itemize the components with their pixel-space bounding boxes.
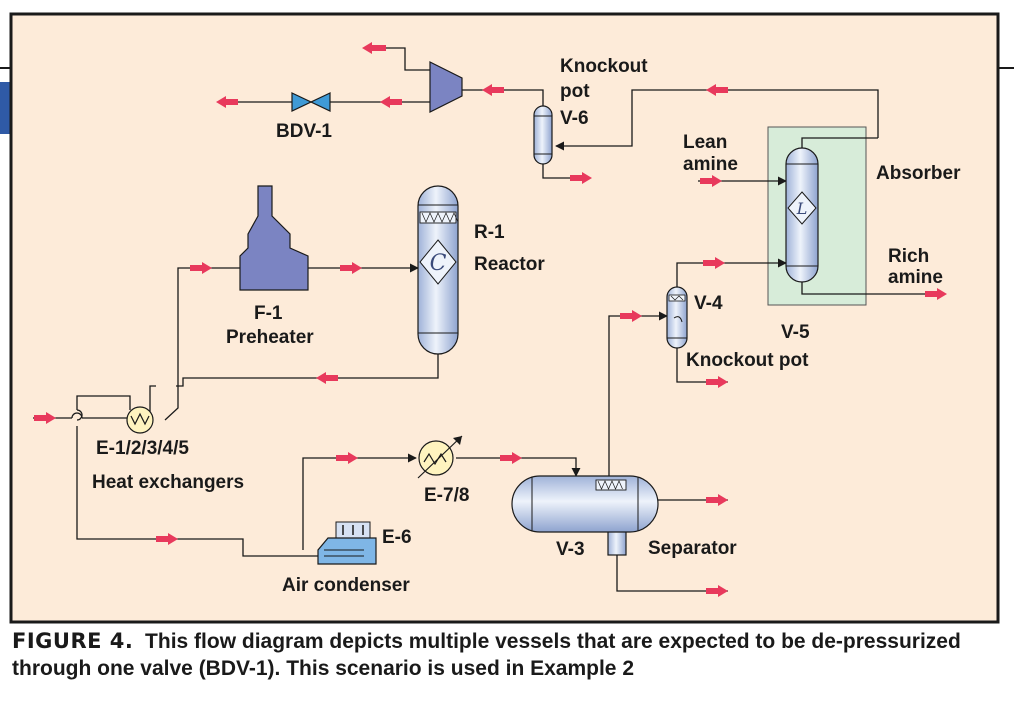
flow-arrows: [34, 42, 947, 597]
flow-arrow: [706, 376, 728, 388]
flow-arrow: [706, 84, 728, 96]
flow-arrow: [380, 96, 402, 108]
label-knockout-v6: Knockout: [560, 56, 648, 77]
flow-arrow: [925, 288, 947, 300]
label-preheater: Preheater: [226, 327, 314, 348]
flow-arrow: [700, 175, 722, 187]
label-bdv1: BDV-1: [276, 121, 332, 142]
reactor-glyph: C: [430, 251, 447, 276]
absorber-vessel: L: [785, 147, 819, 283]
caption-text: This flow diagram depicts multiple vesse…: [12, 630, 961, 680]
absorber-glyph: L: [796, 199, 808, 218]
edge-tab: [0, 82, 11, 134]
caption-title: FIGURE 4.: [12, 629, 134, 653]
label-v4: V-4: [694, 293, 723, 314]
knockout-pot-v4: [666, 286, 688, 349]
flow-arrow: [482, 84, 504, 96]
label-separator: Separator: [648, 538, 737, 559]
label-lean-amine: amine: [683, 154, 738, 175]
label-f1: F-1: [254, 303, 283, 324]
flow-arrow: [34, 412, 56, 424]
air-condenser-icon: [317, 521, 377, 565]
flow-arrow: [706, 494, 728, 506]
knockout-pot-v6: [533, 105, 553, 165]
cooler-icon: [417, 435, 463, 479]
separator-vessel: [511, 475, 659, 556]
gate-valve-icon: [291, 92, 331, 112]
flow-arrow: [620, 310, 642, 322]
label-rich-amine: amine: [888, 267, 943, 288]
diagram-frame: [9, 12, 1000, 624]
label-rich: Rich: [888, 246, 929, 267]
heat-exchanger-icon: [126, 406, 154, 434]
flow-arrow: [156, 533, 178, 545]
flow-arrow: [500, 452, 522, 464]
label-v5: V-5: [781, 322, 810, 343]
label-knockout-pot-v4: Knockout pot: [686, 350, 809, 371]
label-pot-v6: pot: [560, 81, 590, 102]
flow-arrow: [706, 585, 728, 597]
label-v6: V-6: [560, 108, 589, 129]
label-e12345: E-1/2/3/4/5: [96, 438, 189, 459]
flow-arrow: [340, 262, 362, 274]
label-r1: R-1: [474, 222, 505, 243]
label-air-condenser: Air condenser: [282, 575, 410, 596]
flow-arrow: [570, 172, 592, 184]
furnace-icon: [239, 185, 309, 291]
label-e6: E-6: [382, 527, 412, 548]
flow-arrow: [703, 257, 725, 269]
compressor-icon: [429, 61, 463, 113]
label-absorber: Absorber: [876, 163, 961, 184]
label-reactor: Reactor: [474, 254, 545, 275]
flow-arrow: [316, 372, 338, 384]
flow-arrow: [190, 262, 212, 274]
label-lean: Lean: [683, 132, 727, 153]
label-heat-exchangers: Heat exchangers: [92, 472, 244, 493]
label-v3: V-3: [556, 539, 585, 560]
flow-arrow: [216, 96, 238, 108]
flow-arrow: [336, 452, 358, 464]
figure-caption: FIGURE 4. This flow diagram depicts mult…: [12, 628, 1002, 682]
reactor-vessel: C: [417, 185, 459, 355]
label-e78: E-7/8: [424, 485, 469, 506]
process-flow-diagram: L C: [0, 12, 1014, 624]
flow-arrow: [362, 42, 386, 54]
